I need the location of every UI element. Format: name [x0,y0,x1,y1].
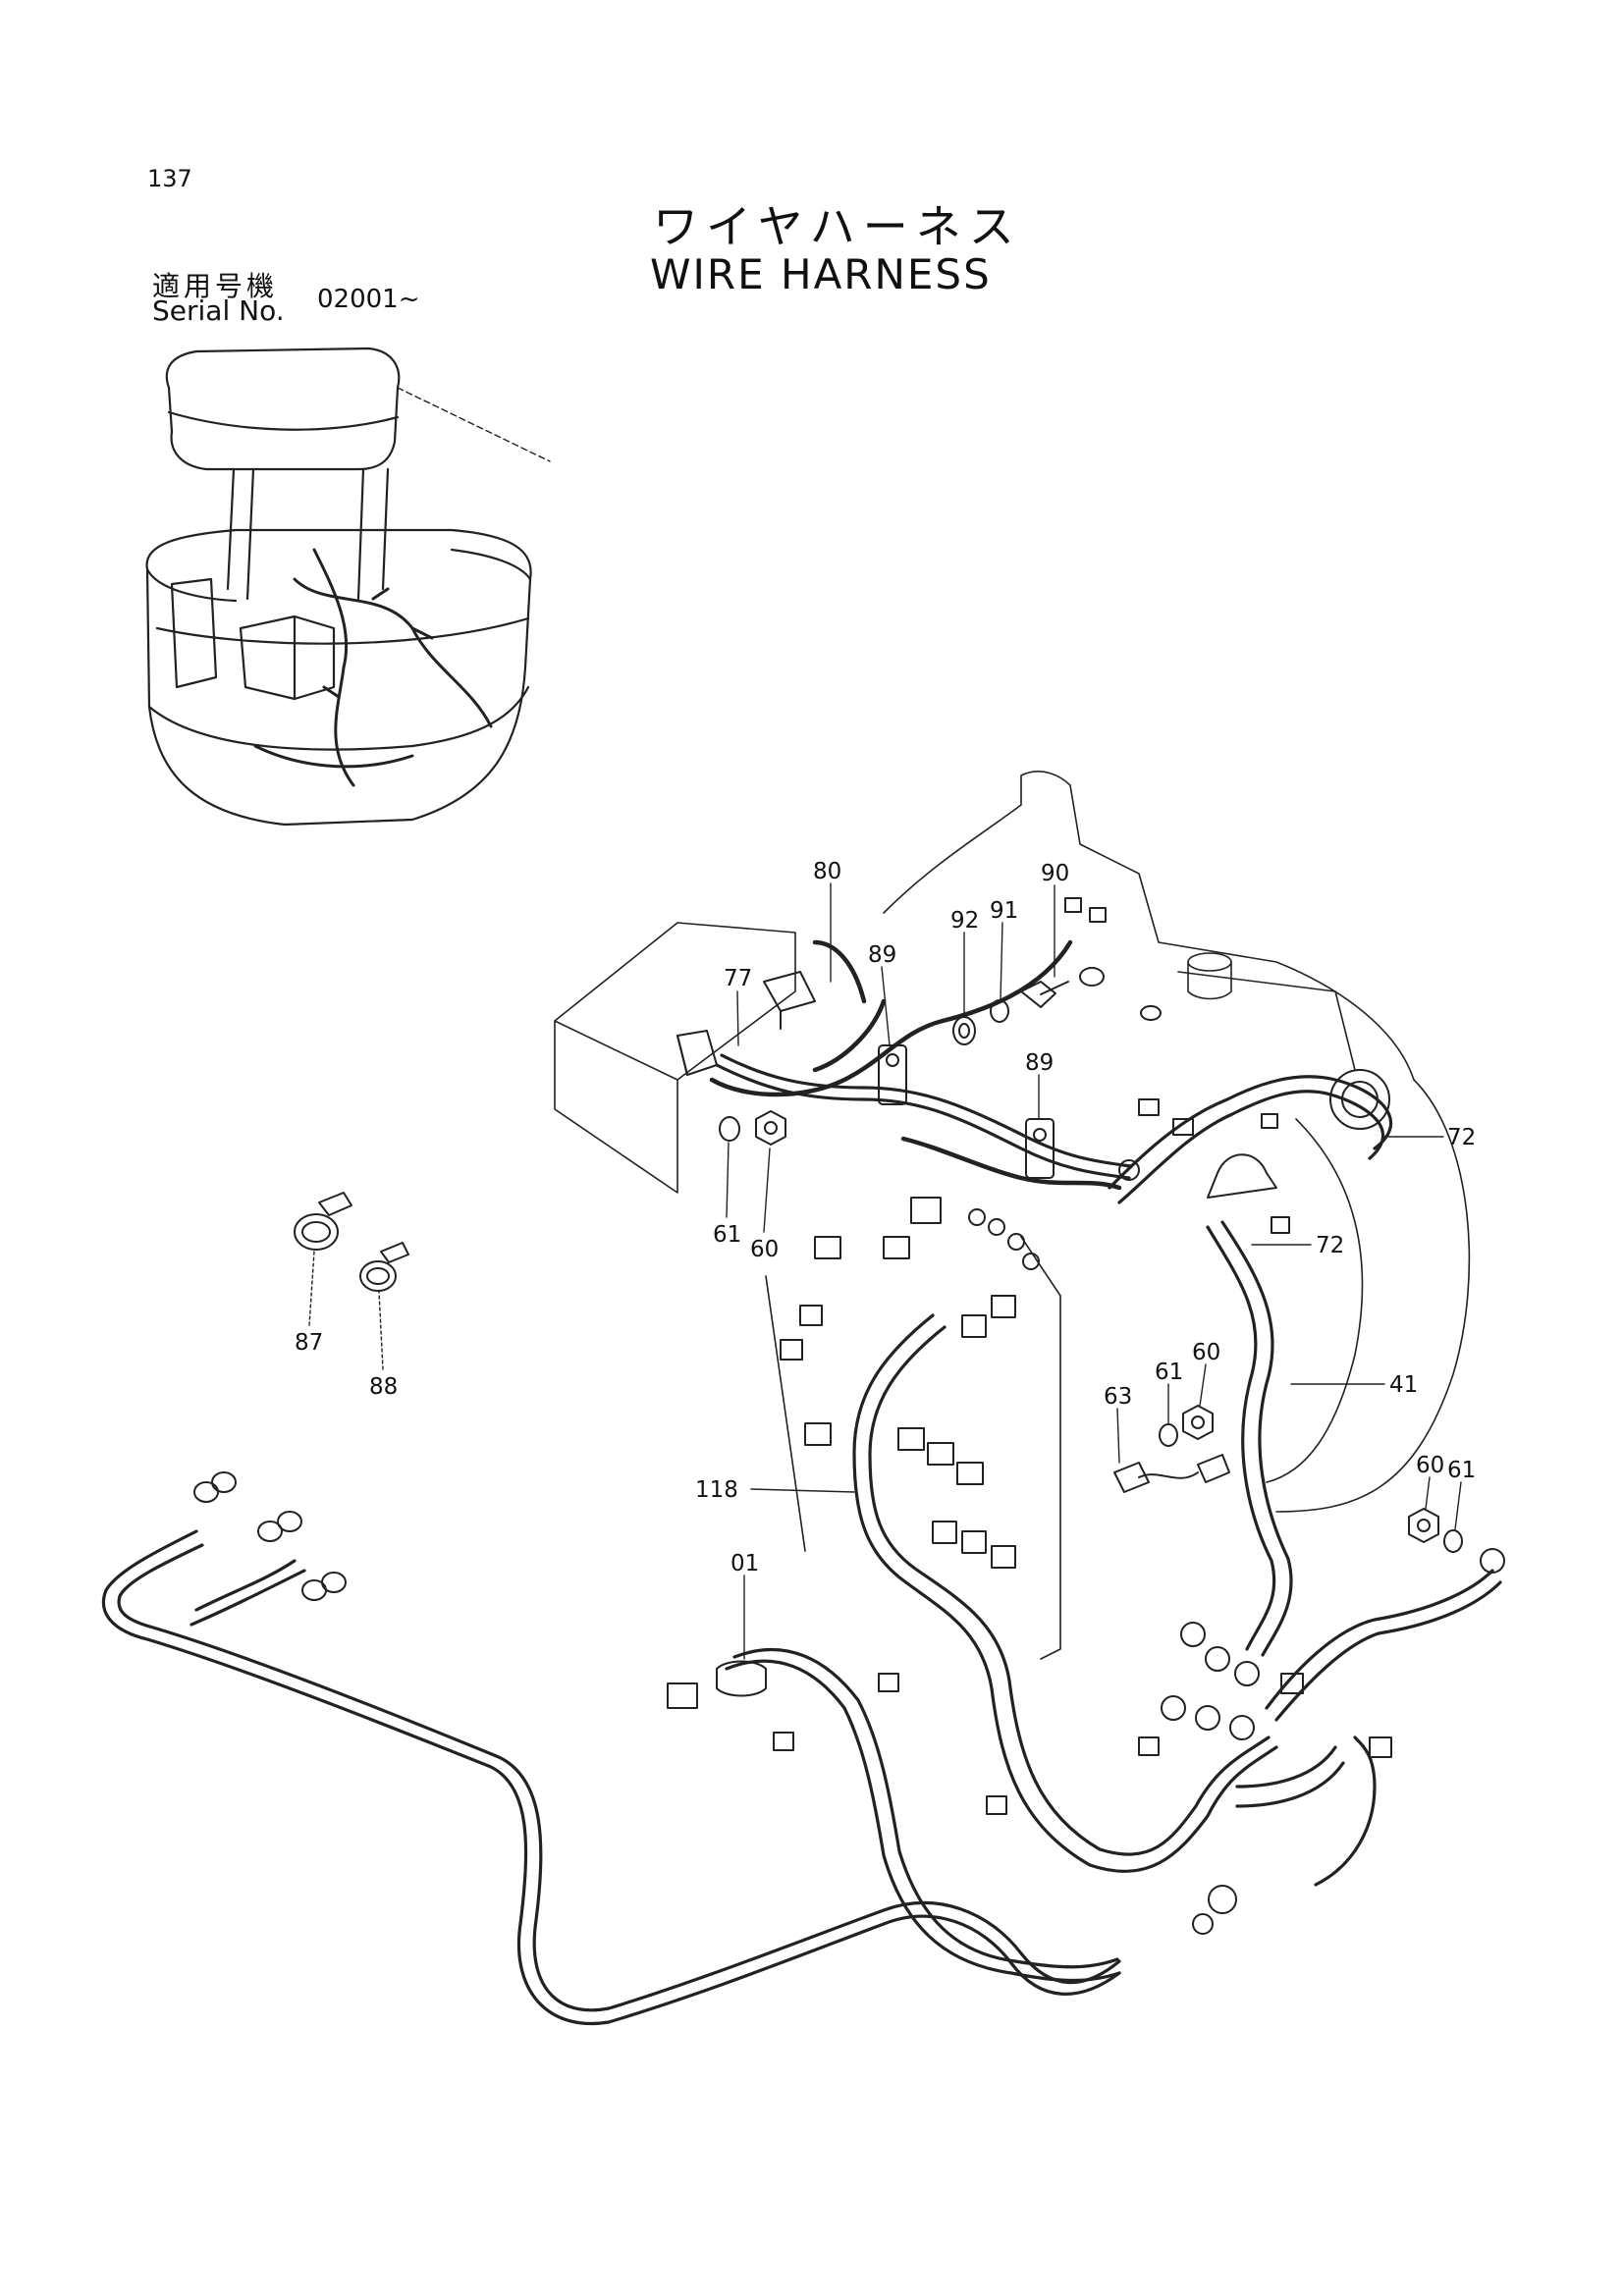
connectors [193,897,1505,1935]
callout-labels: 80 90 91 92 77 89 89 72 72 61 60 87 88 6… [295,859,1476,1576]
callout-88: 88 [369,1374,398,1400]
title-english: WIRE HARNESS [650,250,992,298]
callout-61a: 61 [713,1222,741,1248]
callout-91: 91 [990,898,1018,924]
machine-overview-illustration [145,347,551,827]
main-harness [101,1053,1502,2025]
callout-61b: 61 [1155,1360,1183,1385]
callout-63: 63 [1104,1384,1132,1410]
callout-60b: 60 [1192,1340,1220,1365]
callout-92: 92 [950,908,979,934]
callout-118: 118 [695,1477,738,1503]
battery-cable [709,939,1122,1191]
leader-lines [308,882,1462,1660]
callout-61c: 61 [1447,1458,1476,1483]
callout-01: 01 [730,1551,759,1576]
callout-77: 77 [724,966,752,991]
callout-60c: 60 [1416,1453,1444,1478]
callout-89a: 89 [868,942,896,968]
title-japanese: ワイヤハーネス [653,200,1022,253]
serial-number-value: 02001~ [317,285,420,314]
callout-41: 41 [1389,1372,1418,1398]
engine-outline [554,771,1471,1660]
callout-89b: 89 [1025,1050,1054,1076]
callout-72a: 72 [1447,1125,1476,1150]
callout-90: 90 [1041,861,1069,886]
serial-label-english: Serial No. [152,294,285,327]
serial-label-japanese: 適用号機 [152,270,279,302]
callout-60a: 60 [750,1237,779,1262]
callout-87: 87 [295,1330,323,1356]
page-number: 137 [147,165,192,192]
callout-80: 80 [813,859,841,884]
callout-72b: 72 [1316,1233,1344,1258]
